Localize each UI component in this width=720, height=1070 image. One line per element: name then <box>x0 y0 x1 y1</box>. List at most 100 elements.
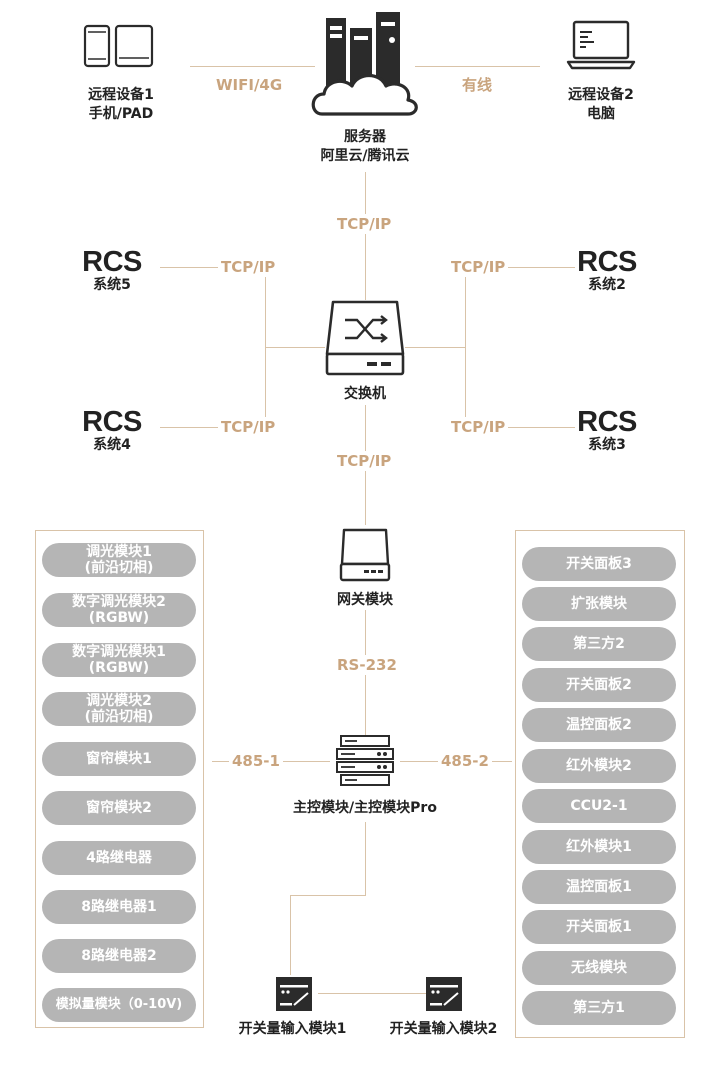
left-module-10-label: 模拟量模块（0-10V) <box>55 997 183 1012</box>
switch-label: 交换机 <box>344 386 386 402</box>
left-module-7-label: 4路继电器 <box>86 850 152 866</box>
right-module-8[interactable]: 红外模块1 <box>522 830 676 864</box>
rcs-system-4-name: 系统4 <box>93 437 131 453</box>
wire-right-vertical <box>465 267 466 428</box>
right-module-10-label: 开关面板1 <box>566 919 632 935</box>
rcs-system-3: RCS 系统3 <box>567 407 647 453</box>
link-label-tcp-rcs2: TCP/IP <box>448 257 509 277</box>
right-module-3-label: 第三方2 <box>573 636 625 652</box>
rcs-system-2: RCS 系统2 <box>567 247 647 293</box>
left-module-3[interactable]: 数字调光模块1 (RGBW) <box>42 643 196 677</box>
wire-rcs2 <box>465 267 575 268</box>
rcs-system-4: RCS 系统4 <box>72 407 152 453</box>
left-module-7[interactable]: 4路继电器 <box>42 841 196 875</box>
switch-input-module-1-label: 开关量输入模块1 <box>238 1021 347 1037</box>
left-module-panel: 调光模块1 (前沿切相) 数字调光模块2 (RGBW) 数字调光模块1 (RGB… <box>35 530 204 1028</box>
right-module-2-label: 扩张模块 <box>571 596 627 612</box>
rcs-system-2-name: 系统2 <box>588 277 626 293</box>
left-module-5-label: 窗帘模块1 <box>86 751 152 767</box>
right-module-2[interactable]: 扩张模块 <box>522 587 676 621</box>
rcs-system-5-title: RCS <box>82 246 142 278</box>
rcs-system-4-title: RCS <box>82 406 142 438</box>
link-label-485-2: 485-2 <box>438 751 492 771</box>
left-module-1[interactable]: 调光模块1 (前沿切相) <box>42 543 196 577</box>
wire-right-switch <box>405 347 465 348</box>
left-module-8[interactable]: 8路继电器1 <box>42 890 196 924</box>
right-module-10[interactable]: 开关面板1 <box>522 910 676 944</box>
right-module-4-label: 开关面板2 <box>566 677 632 693</box>
switch-input-module-2-label: 开关量输入模块2 <box>389 1021 498 1037</box>
link-label-tcp-rcs4: TCP/IP <box>218 417 279 437</box>
right-module-12[interactable]: 第三方1 <box>522 991 676 1025</box>
right-module-1-label: 开关面板3 <box>566 556 632 572</box>
remote-device-1-type: 手机/PAD <box>88 106 154 122</box>
master-controller-label: 主控模块/主控模块Pro <box>293 800 437 816</box>
phone-pad-icon <box>83 24 154 68</box>
gateway-label: 网关模块 <box>337 592 393 608</box>
left-module-4[interactable]: 调光模块2 (前沿切相) <box>42 692 196 726</box>
right-module-panel: 开关面板3 扩张模块 第三方2 开关面板2 温控面板2 红外模块2 CCU2-1… <box>515 530 685 1038</box>
remote-device-2-label: 远程设备2 电脑 <box>546 86 656 124</box>
right-module-8-label: 红外模块1 <box>566 839 632 855</box>
server-provider: 阿里云/腾讯云 <box>320 148 410 164</box>
link-label-tcp-rcs3: TCP/IP <box>448 417 509 437</box>
left-module-3-label: 数字调光模块1 (RGBW) <box>72 644 166 676</box>
switch-icon <box>325 300 405 376</box>
wire-to-input1 <box>290 895 291 975</box>
left-module-9[interactable]: 8路继电器2 <box>42 939 196 973</box>
link-label-tcp-gateway: TCP/IP <box>334 451 395 471</box>
left-module-10[interactable]: 模拟量模块（0-10V) <box>42 988 196 1022</box>
left-module-2-label: 数字调光模块2 (RGBW) <box>72 594 166 626</box>
server-label: 服务器 阿里云/腾讯云 <box>295 128 435 166</box>
left-module-6[interactable]: 窗帘模块2 <box>42 791 196 825</box>
left-module-5[interactable]: 窗帘模块1 <box>42 742 196 776</box>
right-module-7-label: CCU2-1 <box>570 798 628 814</box>
right-module-9[interactable]: 温控面板1 <box>522 870 676 904</box>
right-module-3[interactable]: 第三方2 <box>522 627 676 661</box>
link-label-wifi: WIFI/4G <box>213 75 286 95</box>
remote-device-1-name: 远程设备1 <box>88 87 154 103</box>
switch-input-module-2-icon <box>426 977 462 1011</box>
left-module-6-label: 窗帘模块2 <box>86 800 152 816</box>
wire-rcs3 <box>465 427 575 428</box>
rcs-system-3-name: 系统3 <box>588 437 626 453</box>
right-module-4[interactable]: 开关面板2 <box>522 668 676 702</box>
right-module-6[interactable]: 红外模块2 <box>522 749 676 783</box>
laptop-icon <box>566 20 636 70</box>
wire-input1-input2 <box>318 993 426 994</box>
right-module-5[interactable]: 温控面板2 <box>522 708 676 742</box>
left-module-9-label: 8路继电器2 <box>81 948 157 964</box>
cloud-server-icon <box>311 12 418 116</box>
wire-server-remote2 <box>415 66 540 67</box>
switch-input-module-1-icon <box>276 977 312 1011</box>
right-module-5-label: 温控面板2 <box>566 717 632 733</box>
remote-device-1-label: 远程设备1 手机/PAD <box>66 86 176 124</box>
link-label-485-1: 485-1 <box>229 751 283 771</box>
left-module-8-label: 8路继电器1 <box>81 899 157 915</box>
right-module-11[interactable]: 无线模块 <box>522 951 676 985</box>
wire-server-switch <box>365 172 366 300</box>
right-module-9-label: 温控面板1 <box>566 879 632 895</box>
right-module-1[interactable]: 开关面板3 <box>522 547 676 581</box>
left-module-2[interactable]: 数字调光模块2 (RGBW) <box>42 593 196 627</box>
wire-rcs5 <box>160 267 265 268</box>
right-module-6-label: 红外模块2 <box>566 758 632 774</box>
link-label-tcp-rcs5: TCP/IP <box>218 257 279 277</box>
master-controller-icon <box>336 735 394 786</box>
link-label-rs232: RS-232 <box>334 655 400 675</box>
wire-left-switch <box>265 347 325 348</box>
wire-rcs4 <box>160 427 265 428</box>
gateway-icon <box>339 528 391 582</box>
left-module-4-label: 调光模块2 (前沿切相) <box>84 693 154 725</box>
right-module-12-label: 第三方1 <box>573 1000 625 1016</box>
server-name: 服务器 <box>344 129 386 145</box>
left-module-1-label: 调光模块1 (前沿切相) <box>84 544 154 576</box>
wire-remote1-server <box>190 66 315 67</box>
rcs-system-5: RCS 系统5 <box>72 247 152 293</box>
right-module-7[interactable]: CCU2-1 <box>522 789 676 823</box>
rcs-system-2-title: RCS <box>577 246 637 278</box>
remote-device-2-name: 远程设备2 <box>568 87 634 103</box>
rcs-system-3-title: RCS <box>577 406 637 438</box>
remote-device-2-type: 电脑 <box>587 106 615 122</box>
right-module-11-label: 无线模块 <box>571 960 627 976</box>
